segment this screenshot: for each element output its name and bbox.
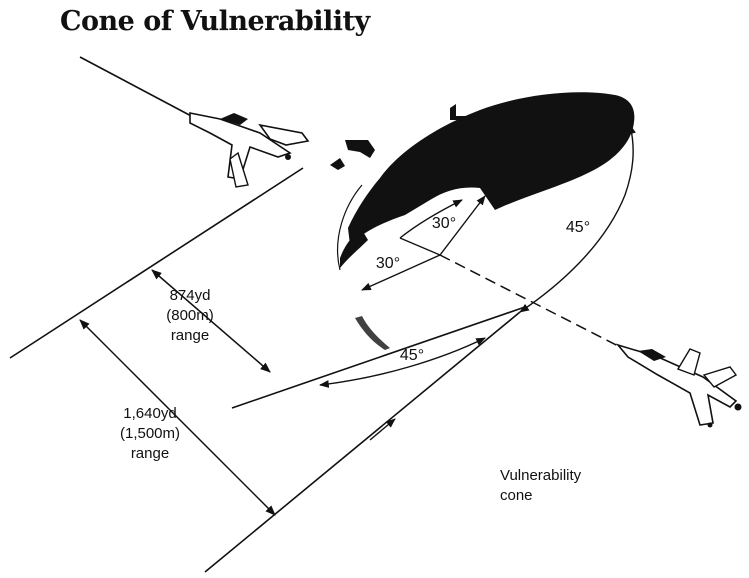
vulnerability-cone-label: Vulnerability [500, 467, 582, 484]
range-1640-metric-label: (1,500m) [120, 425, 180, 442]
range-1640-label: 1,640yd [123, 405, 176, 422]
angle-30-upper-label: 30° [432, 215, 456, 232]
angle-30-center-leg [399, 237, 441, 256]
range-874-word-label: range [171, 327, 209, 344]
angle-45-right-label: 45° [566, 219, 590, 236]
range-1640-dimension-arrow [79, 319, 276, 516]
attacker-approach-line [79, 56, 196, 119]
angle-45-lower-label: 45° [400, 347, 424, 364]
range-874-label: 874yd [170, 287, 211, 304]
cone-outer-arc [519, 124, 636, 313]
target-jet-icon [615, 343, 742, 428]
angle-30-upper-arrow [399, 199, 463, 239]
outer-base-line [204, 311, 521, 573]
angle-30-upper-leg [439, 195, 486, 256]
base-line-arrow [369, 418, 396, 441]
vulnerability-cone-word-label: cone [500, 487, 533, 504]
angle-45-lower-arrow [319, 337, 486, 388]
range-1640-word-label: range [131, 445, 169, 462]
range-874-metric-label: (800m) [166, 307, 214, 324]
diagram-title: Cone of Vulnerability [60, 6, 370, 37]
angle-30-lower-leg [361, 254, 441, 291]
outer-range-line [9, 167, 304, 359]
cone-inner-arc [336, 184, 363, 271]
inner-range-line [231, 306, 526, 409]
attacker-jet-icon [189, 112, 310, 188]
angle-30-lower-label: 30° [376, 255, 400, 272]
line-of-sight-dashed [439, 254, 631, 353]
